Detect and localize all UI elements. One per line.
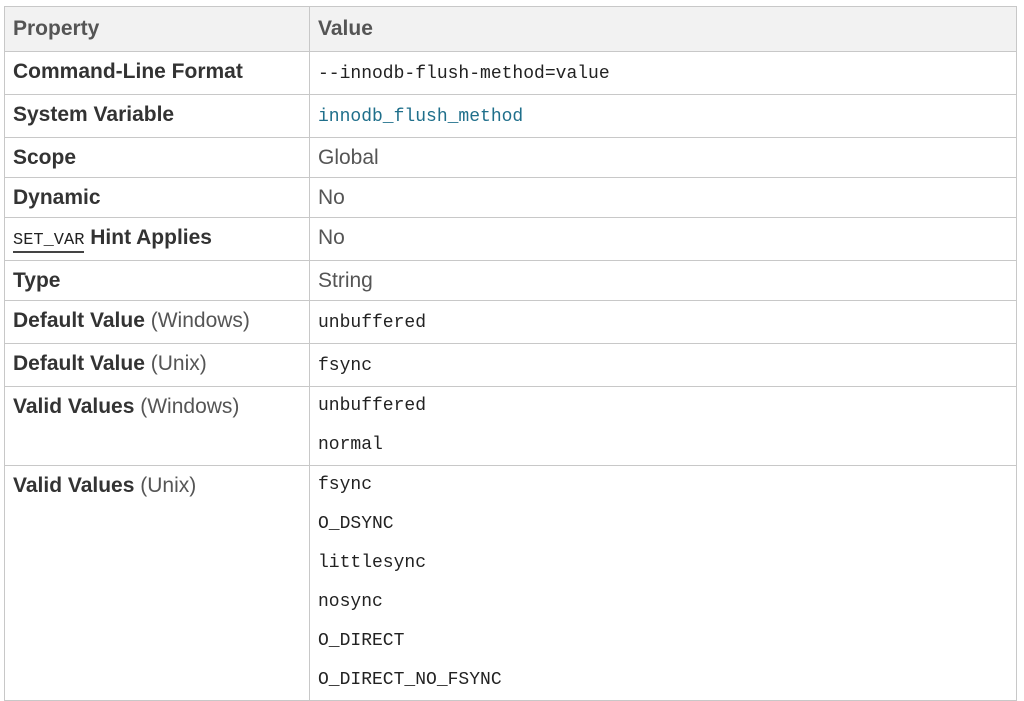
value-code: --innodb-flush-method=value — [318, 64, 610, 84]
valid-value: littlesync — [318, 553, 427, 573]
property-qualifier: (Unix) — [134, 474, 197, 497]
valid-value: fsync — [318, 475, 373, 495]
property-label: System Variable — [13, 103, 175, 126]
valid-value: normal — [318, 435, 383, 455]
property-value: --innodb-flush-method=value — [309, 51, 1017, 95]
property-name: Type — [4, 260, 310, 301]
table-row: Type String — [4, 260, 1017, 301]
system-variable-link[interactable]: innodb_flush_method — [318, 107, 524, 127]
table-row: Default Value (Unix) fsync — [4, 343, 1017, 387]
property-label: Command-Line Format — [13, 60, 243, 83]
property-value: fsync O_DSYNC littlesync nosync O_DIRECT… — [309, 465, 1017, 701]
property-name: System Variable — [4, 94, 310, 138]
property-value: innodb_flush_method — [309, 94, 1017, 138]
value-text: No — [318, 186, 345, 209]
property-label: Scope — [13, 146, 77, 169]
property-label: Default Value — [13, 309, 145, 332]
set-var-link[interactable]: SET_VAR — [13, 231, 85, 253]
valid-value: O_DIRECT — [318, 631, 405, 651]
table-row: Dynamic No — [4, 177, 1017, 218]
table-row: SET_VAR Hint Applies No — [4, 217, 1017, 261]
property-label: Valid Values — [13, 395, 135, 418]
property-value: String — [309, 260, 1017, 301]
table-row: System Variable innodb_flush_method — [4, 94, 1017, 138]
property-name: Default Value (Unix) — [4, 343, 310, 387]
valid-value: nosync — [318, 592, 383, 612]
property-value: unbuffered — [309, 300, 1017, 344]
property-qualifier: (Windows) — [144, 309, 250, 332]
property-label: Hint Applies — [84, 226, 212, 249]
table-row: Scope Global — [4, 137, 1017, 178]
property-name: SET_VAR Hint Applies — [4, 217, 310, 261]
property-name: Command-Line Format — [4, 51, 310, 95]
valid-value: unbuffered — [318, 396, 427, 416]
property-qualifier: (Unix) — [144, 352, 207, 375]
property-qualifier: (Windows) — [134, 395, 240, 418]
property-name: Default Value (Windows) — [4, 300, 310, 344]
property-value: fsync — [309, 343, 1017, 387]
property-name: Valid Values (Unix) — [4, 465, 310, 701]
valid-value: O_DSYNC — [318, 514, 394, 534]
table-row: Command-Line Format --innodb-flush-metho… — [4, 51, 1017, 95]
value-text: String — [318, 269, 373, 292]
value-code: unbuffered — [318, 313, 427, 333]
property-value: No — [309, 177, 1017, 218]
header-value: Value — [309, 6, 1017, 52]
valid-value: O_DIRECT_NO_FSYNC — [318, 670, 502, 690]
property-value: No — [309, 217, 1017, 261]
property-value: unbuffered normal — [309, 386, 1017, 466]
property-name: Dynamic — [4, 177, 310, 218]
table-row: Valid Values (Unix) fsync O_DSYNC little… — [4, 465, 1017, 701]
property-name: Scope — [4, 137, 310, 178]
value-text: No — [318, 226, 345, 249]
value-text: Global — [318, 146, 379, 169]
header-property: Property — [4, 6, 310, 52]
property-table: Property Value Command-Line Format --inn… — [4, 6, 1017, 701]
property-label: Dynamic — [13, 186, 101, 209]
value-code: fsync — [318, 356, 373, 376]
property-value: Global — [309, 137, 1017, 178]
property-label: Default Value — [13, 352, 145, 375]
table-header-row: Property Value — [4, 6, 1017, 52]
table-row: Valid Values (Windows) unbuffered normal — [4, 386, 1017, 466]
property-name: Valid Values (Windows) — [4, 386, 310, 466]
property-label: Type — [13, 269, 61, 292]
property-label: Valid Values — [13, 474, 135, 497]
table-row: Default Value (Windows) unbuffered — [4, 300, 1017, 344]
